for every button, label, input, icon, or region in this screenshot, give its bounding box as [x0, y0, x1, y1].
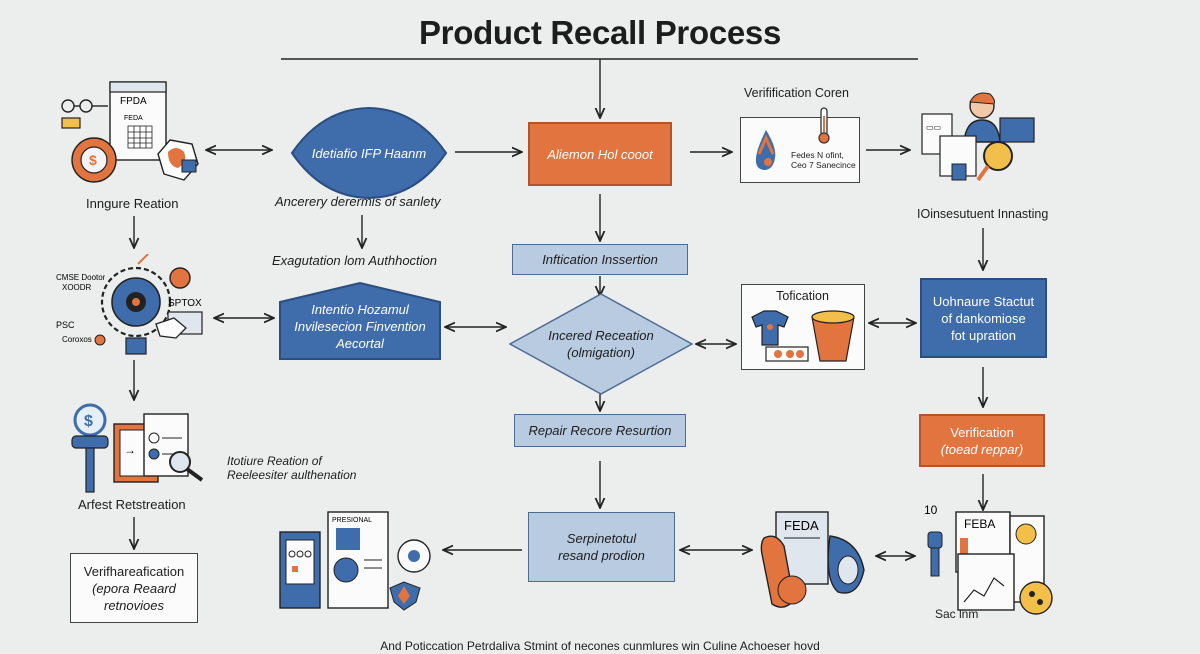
- consumer-monitoring-label: IOinsesutuent Innasting: [917, 207, 1049, 221]
- verification-repair-node[interactable]: Verification (toead reppar): [919, 414, 1045, 467]
- hazard-prevention-line2: Invilesecion Finvention: [294, 318, 426, 334]
- verification-removal-line1: Verifhareafication: [83, 563, 185, 579]
- verification-center-title: Verifification Coren: [744, 86, 849, 100]
- verification-center-card[interactable]: Fedes N ofint, Ceo 7 Sanecince: [740, 107, 860, 183]
- gear-panel-2-text: XOODR: [62, 283, 92, 292]
- repair-recovery-node[interactable]: Repair Recore Resurtion: [514, 414, 686, 447]
- arrest-restoration-label: Arfest Retstreation: [78, 497, 186, 512]
- pressional-text: PRESIONAL: [332, 517, 372, 524]
- fda-document-gear-icon: FPDA FEDA $: [61, 81, 199, 183]
- inquire-reaction-label: Inngure Reation: [86, 196, 179, 211]
- verification-repair-line2: (toead reppar): [940, 441, 1024, 457]
- status-update-line1: Uohnaure Stactut: [932, 293, 1035, 309]
- inspected-reception-line1: Incered Receation: [548, 328, 654, 343]
- surplus-product-line1: Serpinetotul: [566, 531, 637, 546]
- hazard-prevention-text: Intentio Hozamul Invilesecion Finvention…: [279, 294, 441, 358]
- inspected-reception-node[interactable]: [508, 292, 694, 396]
- fda-doc-2-text: FEDA: [124, 115, 143, 122]
- inspection-node[interactable]: Inftication Inssertion: [512, 244, 688, 275]
- notice-reaction-line2: Reeleesiter aulthenation: [227, 468, 357, 482]
- psc-text: PSC: [56, 320, 75, 330]
- status-update-line3: fot upration: [950, 327, 1017, 343]
- notification-title: Tofication: [776, 289, 829, 303]
- coroxos-text: Coroxos: [62, 335, 92, 344]
- notice-reaction-label: Itotiure Reation of Reeleesiter aulthena…: [227, 454, 356, 482]
- gear-panel-icon: CMSE Dootor XOODR SPTOX PSC Coroxos: [56, 254, 203, 355]
- notification-card[interactable]: Tofication: [741, 284, 865, 370]
- documents-icon: PRESIONAL: [279, 511, 431, 611]
- gear-panel-1-text: CMSE Dootor: [56, 273, 106, 282]
- alarm-root-node[interactable]: Aliemon Hol cooot: [528, 122, 672, 186]
- surplus-product-line2: resand prodion: [558, 548, 645, 563]
- svg-text:→: →: [124, 443, 136, 457]
- wrench-clipboard-icon: $ →: [71, 403, 204, 493]
- number-10-text: 10: [924, 503, 938, 517]
- fda-doc-1-text: FPDA: [120, 96, 147, 107]
- notice-reaction-line1: Itotiure Reation of: [227, 454, 322, 468]
- droplet-icon: [755, 130, 776, 170]
- verification-center-line2: Ceo 7 Sanecince: [791, 160, 856, 170]
- verification-repair-line1: Verification: [950, 424, 1014, 440]
- verification-removal-node[interactable]: Verifhareafication (epora Reaard retnovi…: [70, 553, 198, 623]
- identify-hazard-node[interactable]: [282, 105, 456, 201]
- hazard-prevention-line3: Aecortal: [336, 335, 384, 351]
- hazard-prevention-line1: Intentio Hozamul: [311, 301, 409, 317]
- inspected-reception-text: Incered Receation (olmigation): [508, 292, 694, 396]
- page-title: Product Recall Process: [418, 14, 782, 51]
- fda-food-icon: FEDA: [760, 511, 865, 608]
- status-update-line2: of dankomiose: [941, 310, 1026, 326]
- fda-doc-4-text: FEBA: [964, 517, 995, 531]
- sptox-text: SPTOX: [168, 298, 202, 309]
- inspected-reception-line2: (olmigation): [567, 345, 635, 360]
- hazard-prevention-node[interactable]: [279, 282, 441, 360]
- fda-doc-3-text: FEDA: [784, 518, 819, 533]
- svg-text:$: $: [89, 152, 97, 168]
- verification-removal-line2: (epora Reaard: [92, 580, 176, 596]
- verification-center-line1: Fedes N ofint,: [791, 150, 844, 160]
- identify-hazard-label: Idetiafio IFP Haanm: [311, 145, 427, 161]
- thermometer-icon: [818, 107, 830, 144]
- status-update-node[interactable]: Uohnaure Stactut of dankomiose fot uprat…: [920, 278, 1047, 358]
- svg-text:$: $: [84, 413, 93, 430]
- agency-determines-label: Ancerery derermis of sanlety: [275, 194, 441, 209]
- food-items-icon: [751, 310, 855, 362]
- footer-caption: And Poticcation Petrdaliva Stmint of nec…: [380, 639, 820, 653]
- verification-removal-line3: retnovioes: [104, 597, 164, 613]
- consumer-person-icon: ▭▭: [921, 92, 1035, 182]
- tools-documents-icon: 10 FEBA: [924, 503, 1053, 615]
- surplus-product-node[interactable]: Serpinetotul resand prodion: [528, 512, 675, 582]
- evaluation-auth-label: Exagutation lom Authhoction: [272, 253, 438, 268]
- svg-text:▭▭: ▭▭: [926, 123, 941, 132]
